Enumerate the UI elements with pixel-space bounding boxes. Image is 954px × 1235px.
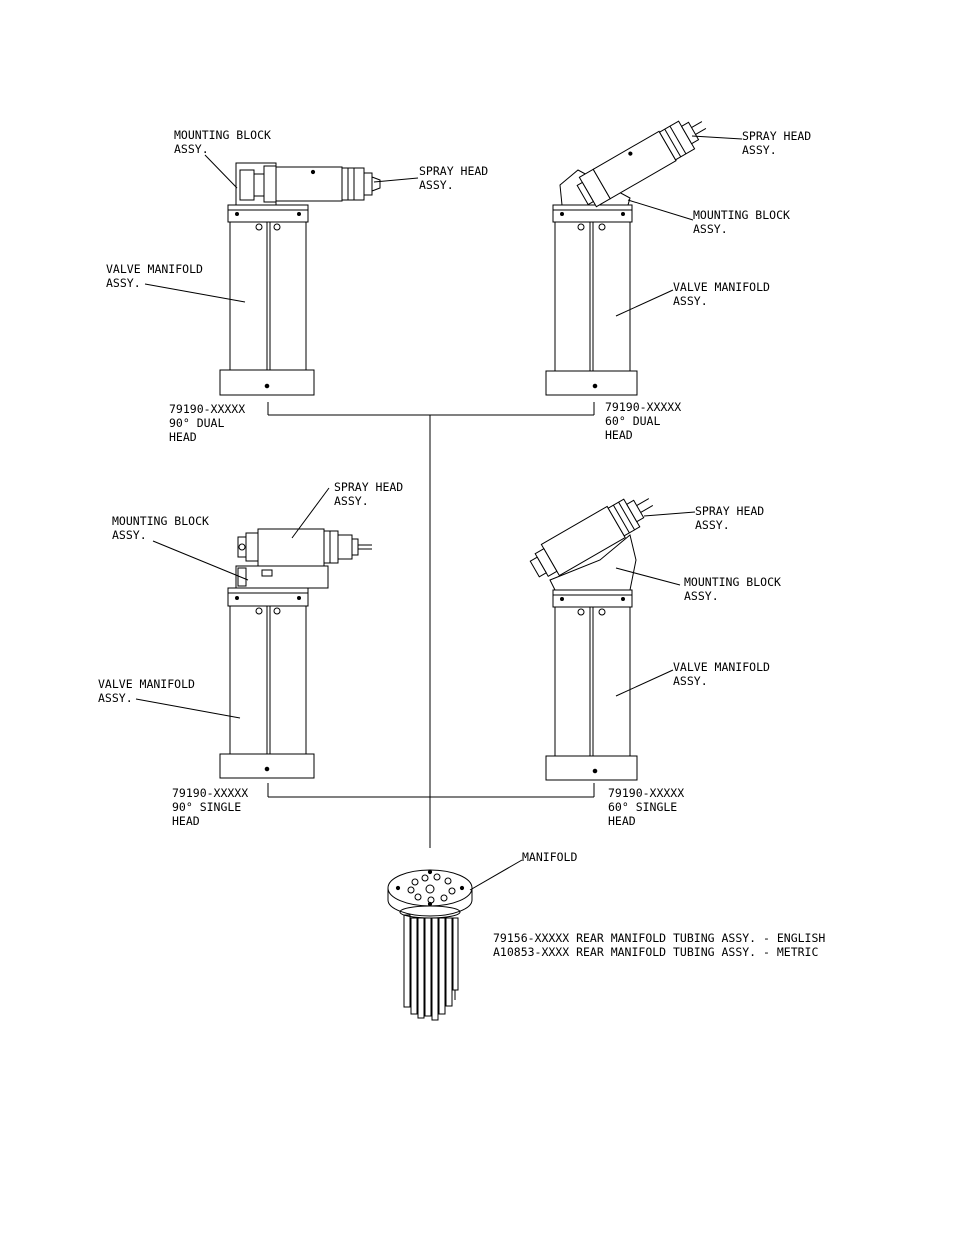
rear-manifold-metric: A10853-XXXX REAR MANIFOLD TUBING ASSY. -… bbox=[493, 945, 818, 959]
angle-90-single: 90° SINGLE bbox=[172, 800, 241, 814]
mounting-block-label: MOUNTING BLOCK bbox=[693, 208, 790, 222]
head-90-dual: HEAD bbox=[169, 430, 197, 444]
valve-manifold-label-assy: ASSY. bbox=[673, 674, 708, 688]
part-number-90-dual: 79190-XXXXX bbox=[169, 402, 245, 416]
connector-lines bbox=[267, 402, 595, 848]
spray-head-label: SPRAY HEAD bbox=[695, 504, 764, 518]
spray-head-label: SPRAY HEAD bbox=[334, 480, 403, 494]
unit-60-dual bbox=[545, 120, 707, 396]
angle-90-dual: 90° DUAL bbox=[169, 416, 224, 430]
mounting-block-label: MOUNTING BLOCK bbox=[174, 128, 271, 142]
rear-manifold-tubing bbox=[387, 869, 473, 1021]
mounting-block-label-assy: ASSY. bbox=[684, 589, 719, 603]
valve-manifold-label: VALVE MANIFOLD bbox=[673, 280, 770, 294]
mounting-block-label-assy: ASSY. bbox=[112, 528, 147, 542]
head-90-single: HEAD bbox=[172, 814, 200, 828]
unit-90-single bbox=[219, 528, 372, 779]
part-number-60-dual: 79190-XXXXX bbox=[605, 400, 681, 414]
valve-manifold-label: VALVE MANIFOLD bbox=[98, 677, 195, 691]
unit-60-single bbox=[529, 498, 654, 781]
part-number-90-single: 79190-XXXXX bbox=[172, 786, 248, 800]
manifold-label: MANIFOLD bbox=[522, 850, 577, 864]
spray-head-label-assy: ASSY. bbox=[742, 143, 777, 157]
spray-head-label-assy: ASSY. bbox=[695, 518, 730, 532]
mounting-block-label-assy: ASSY. bbox=[174, 142, 209, 156]
angle-60-single: 60° SINGLE bbox=[608, 800, 677, 814]
valve-manifold-label: VALVE MANIFOLD bbox=[106, 262, 203, 276]
valve-manifold-label-assy: ASSY. bbox=[673, 294, 708, 308]
spray-head-label: SPRAY HEAD bbox=[742, 129, 811, 143]
spray-head-label-assy: ASSY. bbox=[419, 178, 454, 192]
labels: MOUNTING BLOCK ASSY. SPRAY HEAD ASSY. VA… bbox=[98, 128, 825, 959]
valve-manifold-label-assy: ASSY. bbox=[98, 691, 133, 705]
angle-60-dual: 60° DUAL bbox=[605, 414, 660, 428]
valve-manifold-label: VALVE MANIFOLD bbox=[673, 660, 770, 674]
part-number-60-single: 79190-XXXXX bbox=[608, 786, 684, 800]
mounting-block-label: MOUNTING BLOCK bbox=[112, 514, 209, 528]
mounting-block-label-assy: ASSY. bbox=[693, 222, 728, 236]
head-60-single: HEAD bbox=[608, 814, 636, 828]
head-60-dual: HEAD bbox=[605, 428, 633, 442]
valve-manifold-label-assy: ASSY. bbox=[106, 276, 141, 290]
leader-lines bbox=[135, 135, 743, 891]
spray-head-label: SPRAY HEAD bbox=[419, 164, 488, 178]
rear-manifold-english: 79156-XXXXX REAR MANIFOLD TUBING ASSY. -… bbox=[493, 931, 825, 945]
mounting-block-label: MOUNTING BLOCK bbox=[684, 575, 781, 589]
unit-90-dual bbox=[219, 162, 381, 396]
spray-head-label-assy: ASSY. bbox=[334, 494, 369, 508]
